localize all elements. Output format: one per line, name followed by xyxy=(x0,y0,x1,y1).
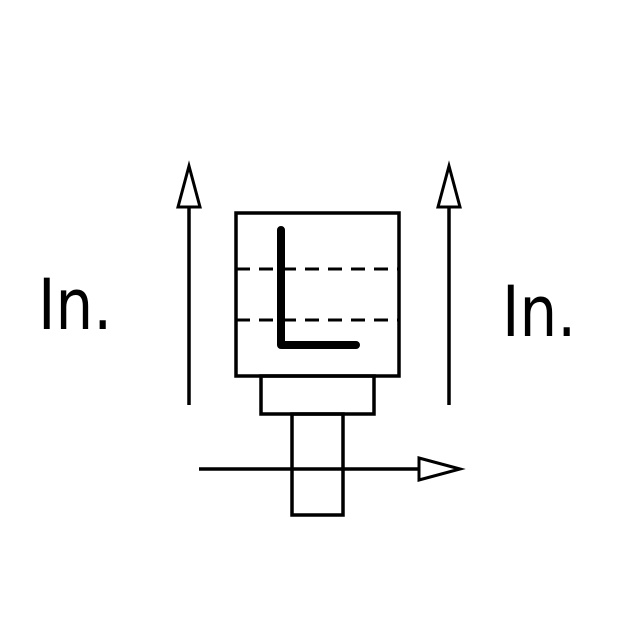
horizontal-arrowhead-icon xyxy=(417,456,466,482)
right-vertical-arrow xyxy=(436,160,462,405)
left-vertical-arrow xyxy=(176,160,202,405)
left-arrowhead-icon xyxy=(176,160,202,209)
stem-block xyxy=(290,412,345,517)
l-symbol xyxy=(277,226,360,349)
component-body xyxy=(234,211,401,517)
right-label: In. xyxy=(502,272,576,353)
main-box xyxy=(234,211,401,378)
left-label: In. xyxy=(38,265,112,346)
right-arrowhead-icon xyxy=(436,160,462,209)
mounting-plate xyxy=(259,374,376,416)
horizontal-arrow xyxy=(199,456,466,482)
